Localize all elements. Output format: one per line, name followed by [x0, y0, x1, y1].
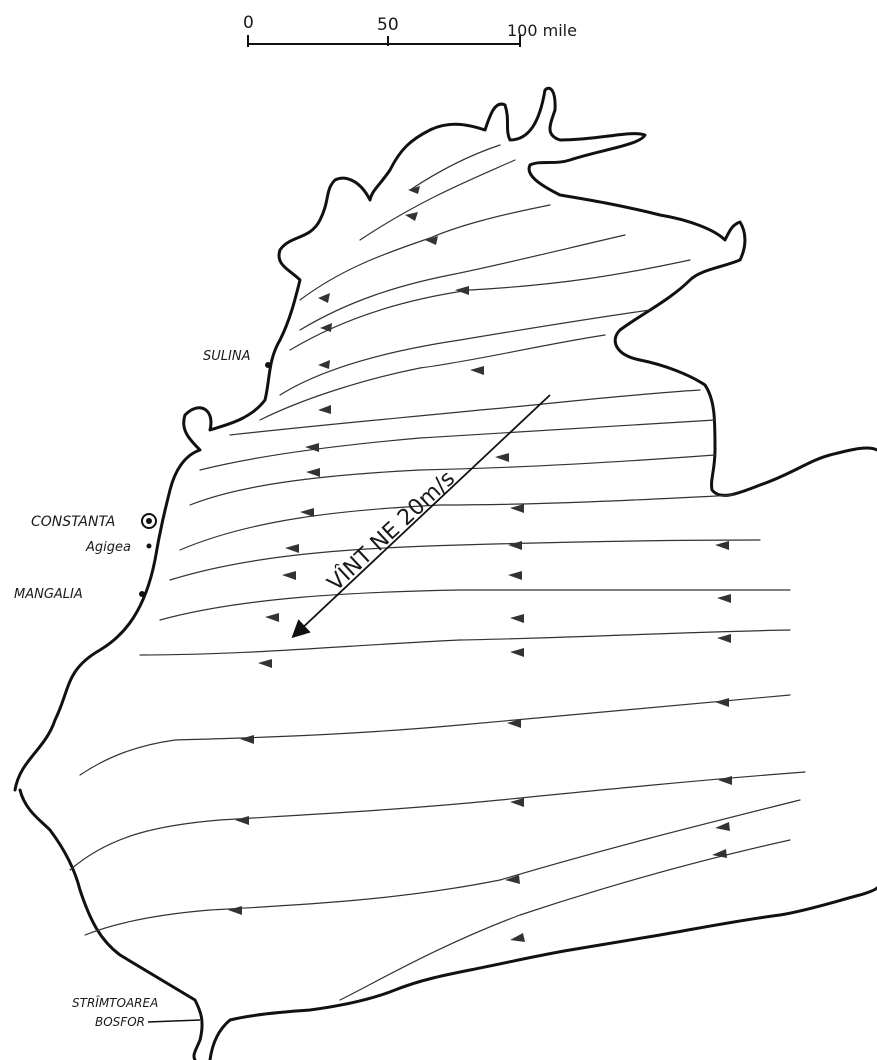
- sulina-label: SULINA: [203, 349, 250, 364]
- scale-tick-100: 100 mile: [507, 21, 577, 40]
- scale-tick-0: 0: [243, 13, 254, 33]
- coastline: [13, 86, 877, 1060]
- place-constanta: CONSTANTA: [31, 513, 157, 530]
- scale-bar: 0 50 100 mile: [243, 13, 577, 47]
- place-sulina: SULINA: [203, 349, 271, 368]
- mangalia-label: MANGALIA: [14, 587, 83, 602]
- strait-label-line2: BOSFOR: [95, 1015, 145, 1029]
- current-arrowheads: [228, 186, 732, 942]
- strait-label: STRÎMTOAREA BOSFOR: [72, 995, 201, 1029]
- place-mangalia: MANGALIA: [14, 587, 145, 602]
- agigea-label: Agigea: [85, 540, 131, 555]
- constanta-label: CONSTANTA: [31, 514, 115, 530]
- strait-label-line1: STRÎMTOAREA: [72, 995, 158, 1010]
- place-agigea: Agigea: [85, 540, 152, 555]
- current-streamlines: [69, 144, 806, 1001]
- scale-tick-50: 50: [377, 15, 399, 35]
- wind-label: VÎNT NE 20m/s: [322, 465, 460, 596]
